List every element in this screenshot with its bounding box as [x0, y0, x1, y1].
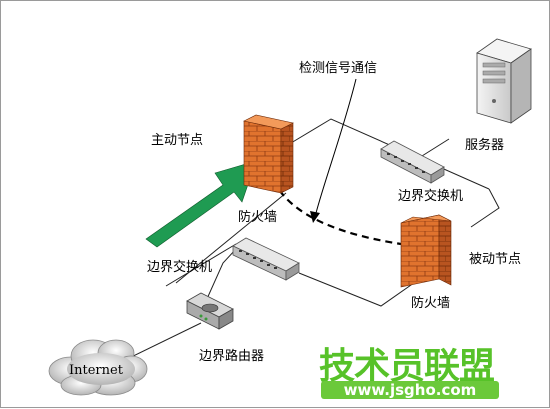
border-switch-left-label: 边界交换机 [147, 260, 213, 275]
firewall-bottom-icon [400, 214, 452, 288]
firewall-bottom-label: 防火墙 [411, 296, 451, 311]
router-icon [186, 292, 234, 330]
green-arrow [145, 160, 257, 248]
watermark-url: www.jsgho.com [321, 381, 499, 399]
border-switch-right-label: 边界交换机 [398, 189, 464, 204]
switch-right-icon [380, 140, 445, 184]
server-label: 服务器 [465, 138, 505, 153]
passive-node-label: 被动节点 [469, 252, 522, 267]
firewall-top-icon [243, 114, 294, 194]
internet-cloud-icon [48, 339, 148, 396]
active-node-label: 主动节点 [151, 133, 204, 148]
detection-signal-label: 检测信号通信 [299, 61, 378, 76]
switch-left-icon [232, 237, 300, 281]
border-router-label: 边界路由器 [199, 349, 265, 364]
signal-pointer-arrow [315, 78, 357, 214]
firewall-top-label: 防火墙 [238, 210, 278, 225]
internet-label: Internet [69, 363, 123, 378]
watermark-logo-text: 技术员联盟 [319, 346, 495, 387]
server-icon [476, 38, 532, 124]
